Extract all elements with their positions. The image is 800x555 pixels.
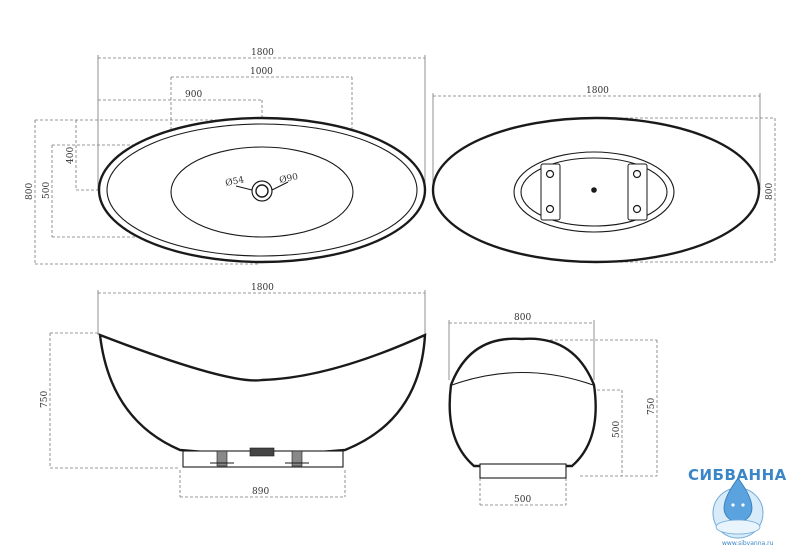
top-view-left: 1800 1000 900 800 500 400 Ø54 Ø90 (25, 48, 427, 265)
dim-drain-offset: 900 (185, 90, 202, 100)
side-view: 1800 750 400 890 (40, 283, 427, 498)
dim-end-inner-height: 500 (612, 421, 622, 438)
dim-drain-depth: 400 (66, 147, 76, 164)
dim-top-width: 800 (25, 183, 35, 200)
dim-top-inner-length: 1000 (250, 67, 273, 77)
brand-url: www.sibvanna.ru (722, 540, 774, 547)
dim-top-inner-width: 500 (42, 182, 52, 199)
dim-right-width: 800 (765, 183, 775, 200)
drain-large-diameter: Ø90 (278, 171, 299, 186)
top-view-right: 1800 800 (431, 86, 776, 264)
dim-end-height: 750 (647, 398, 657, 415)
support-pad-right (627, 163, 648, 221)
dim-top-length: 1800 (251, 48, 274, 58)
brand-logo (712, 477, 764, 539)
drain-small-diameter: Ø54 (224, 174, 245, 189)
dim-end-base-width: 500 (514, 495, 531, 505)
dim-right-length: 1800 (586, 86, 609, 96)
dim-side-height: 750 (40, 391, 50, 408)
end-view: 800 750 500 500 (448, 313, 658, 506)
dim-base-length: 890 (252, 487, 269, 497)
dim-end-width: 800 (514, 313, 531, 323)
support-pad-left (540, 163, 561, 221)
brand-name: СИБВАННА (688, 466, 787, 484)
dim-side-length: 1800 (251, 283, 274, 293)
